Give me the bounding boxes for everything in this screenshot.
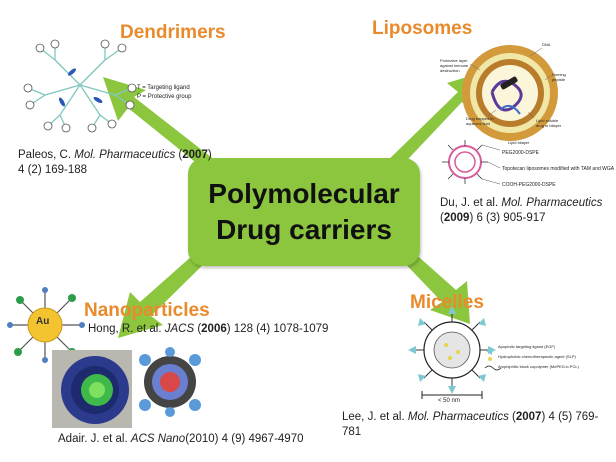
ref-journal: Mol. Pharmaceutics [74,149,176,161]
dendrimer-legend-t: T = Targeting ligand [137,85,190,91]
ref-journal: JACS [164,323,195,335]
dendrimers-heading: Dendrimers [120,22,226,43]
dendrimer-end-groups [23,39,137,133]
micelle-legend-1: Apoptotic targeting ligand (EGF) [498,344,556,349]
center-title-box: Polymolecular Drug carriers [188,158,420,266]
dendrimer-drug-marks [58,68,103,107]
topotecan-label-2: Topotecan liposomes modified with TAM an… [502,166,615,172]
ref-journal: ACS Nano [130,433,186,445]
liposomes-reference: Du, J. et al. Mol. Pharmaceutics (2009) … [440,197,603,224]
micelle-legend-2: Hydrophobic chemotherapeutic agent (SLP) [498,354,576,359]
ref-author: Adair. J. et al. [58,433,131,445]
ref-year: 2006 [201,323,227,335]
liposomes-heading: Liposomes [372,18,473,39]
micelles-reference: Lee, J. et al. Mol. Pharmaceutics (2007)… [342,411,599,438]
center-title-line1: Polymolecular [208,178,400,209]
liposome-label-dna: DNA [542,42,551,47]
liposome-illustration [462,45,558,141]
dendrimers-reference: Paleos, C. Mol. Pharmaceutics (2007) 4 (… [18,149,212,176]
liposome-label-bilayer: Lipid bilayer [508,140,530,145]
topotecan-labels: PEG2000-DSPE Topotecan liposomes modifie… [502,145,614,193]
topotecan-liposome-illustration [442,140,501,185]
arrows [103,70,490,338]
ref-author: Paleos, C. [18,149,75,161]
dendrimer-legend-p: P = Protective group [137,94,192,100]
micelle-illustration [408,306,502,399]
nanoparticles-reference-2: Adair. J. et al. ACS Nano(2010) 4 (9) 49… [58,432,338,447]
topotecan-label-1: PEG2000-DSPE [502,150,539,156]
micelle-scale-label: < 50 nm [438,398,460,404]
micelle-legend-3: Amphiphilic block copolymer (MePEG-b-PCL… [498,364,579,369]
micelles-heading: Micelles [410,292,484,313]
ref-author: Hong, R. et al. [88,323,165,335]
ref-year: 2007 [515,411,542,423]
arrow-to-dendrimers [103,77,225,178]
ref-detail: 6 (3) 905-917 [476,212,546,224]
dendrimer-legend: T = Targeting ligand P = Protective grou… [137,84,191,102]
liposome-label-protective: Protective layer against immune destruct… [440,58,469,73]
liposome-label-drug-aqueous: Drug trapped in aqueous fluid [466,116,494,126]
ref-detail: 128 (4) 1078-1079 [233,323,329,335]
ref-year: 2007 [182,149,208,161]
arrow-to-nanoparticles [118,240,218,338]
au-label: Au [36,316,50,327]
nanoparticles-reference-1: Hong, R. et al. JACS (2006) 128 (4) 1078… [88,323,329,335]
micelle-legend: Apoptotic targeting ligand (EGF) Hydroph… [498,342,579,372]
topotecan-label-3: COOH-PEG2000-DSPE [502,182,556,188]
ref-detail: 4 (5) 769-781 [342,411,599,438]
ref-year: 2009 [443,212,470,224]
nanoparticles-heading: Nanoparticles [84,300,210,321]
liposome-label-lipid-drug: Lipid soluble drug in bilayer [536,118,562,128]
ref-author: Du, J. et al. [440,197,502,209]
liposome-label-lines [469,47,553,119]
ref-detail: (2010) 4 (9) 4967-4970 [185,433,304,445]
ref-journal: Mol. Pharmaceutics [501,197,603,209]
liposome-label-homing: Homing peptide [552,72,566,82]
center-title-line2: Drug carriers [216,214,392,245]
ref-journal: Mol. Pharmaceutics [407,411,509,423]
nanoparticle-render-illustration [52,347,201,428]
ref-author: Lee, J. et al. [342,411,408,423]
ref-detail: 4 (2) 169-188 [18,164,88,176]
